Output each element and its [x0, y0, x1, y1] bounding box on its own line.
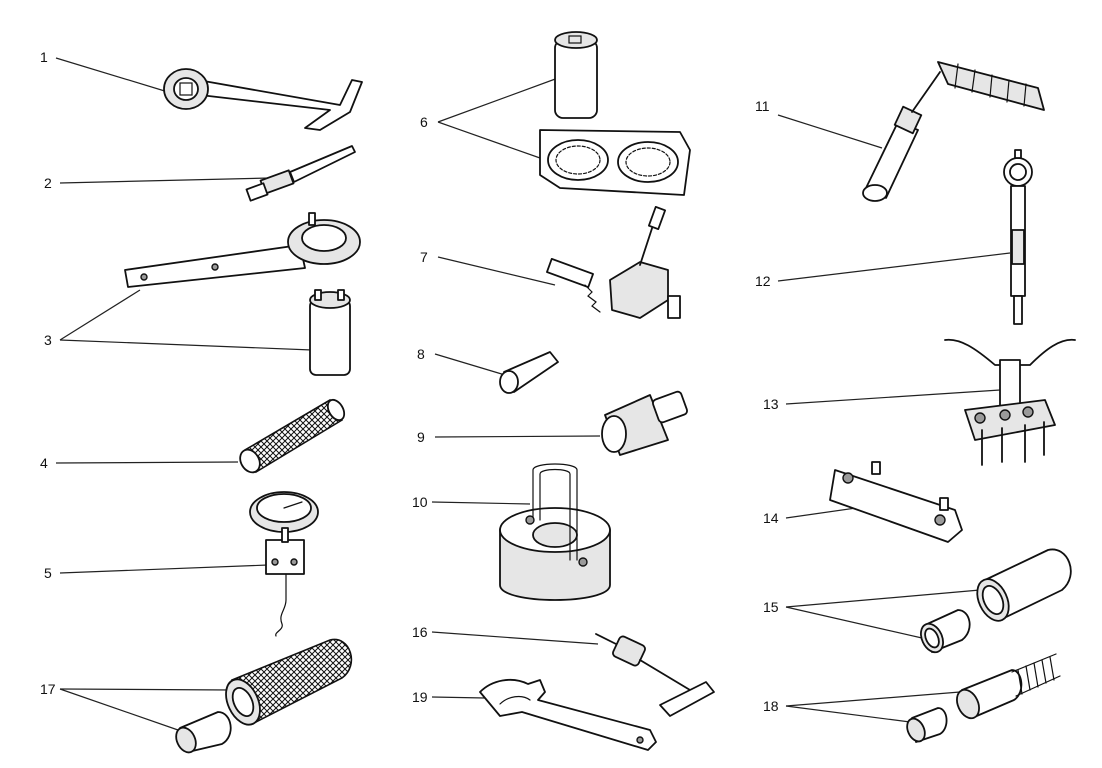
label-4: 4 [40, 455, 48, 471]
tool-6-socket-and-ring-plate [539, 31, 691, 196]
tool-18-threaded-sleeve [906, 653, 1061, 743]
tool-4-knurled-drift [239, 398, 346, 474]
label-14: 14 [763, 510, 779, 526]
tool-1-angled-socket-wrench [163, 68, 363, 131]
tool-5-dial-gauge [249, 491, 319, 637]
tool-2-pin-tool [245, 145, 356, 202]
tool-14-holding-plate [829, 461, 963, 543]
tool-11-crank-handle [862, 61, 1045, 202]
tool-7-valve-tool [546, 205, 681, 319]
tool-8-tapered-cone [499, 351, 559, 394]
label-11: 11 [755, 98, 770, 114]
label-12: 12 [755, 273, 771, 289]
label-17: 17 [40, 681, 56, 697]
label-2: 2 [44, 175, 52, 191]
tool-10-puller-bell [499, 463, 611, 601]
tool-16-slide-hammer [595, 633, 715, 717]
label-10: 10 [412, 494, 428, 510]
label-15: 15 [763, 599, 779, 615]
tool-9-stepped-adapter [601, 390, 688, 456]
label-18: 18 [763, 698, 779, 714]
label-6: 6 [420, 114, 428, 130]
leader-lines [55, 57, 1011, 731]
tool-15-sleeve-set [920, 548, 1072, 654]
label-1: 1 [40, 49, 48, 65]
tool-3-spanner-and-socket [124, 212, 361, 376]
tool-12-bore-gauge [1003, 149, 1033, 325]
label-8: 8 [417, 346, 425, 362]
label-3: 3 [44, 332, 52, 348]
label-5: 5 [44, 565, 52, 581]
label-16: 16 [412, 624, 428, 640]
label-13: 13 [763, 396, 779, 412]
label-9: 9 [417, 429, 425, 445]
tool-13-flywheel-puller [944, 338, 1076, 466]
tool-19-c-spanner [479, 678, 657, 751]
label-19: 19 [412, 689, 428, 705]
label-7: 7 [420, 249, 428, 265]
tool-17-knurled-sleeve [175, 638, 353, 754]
